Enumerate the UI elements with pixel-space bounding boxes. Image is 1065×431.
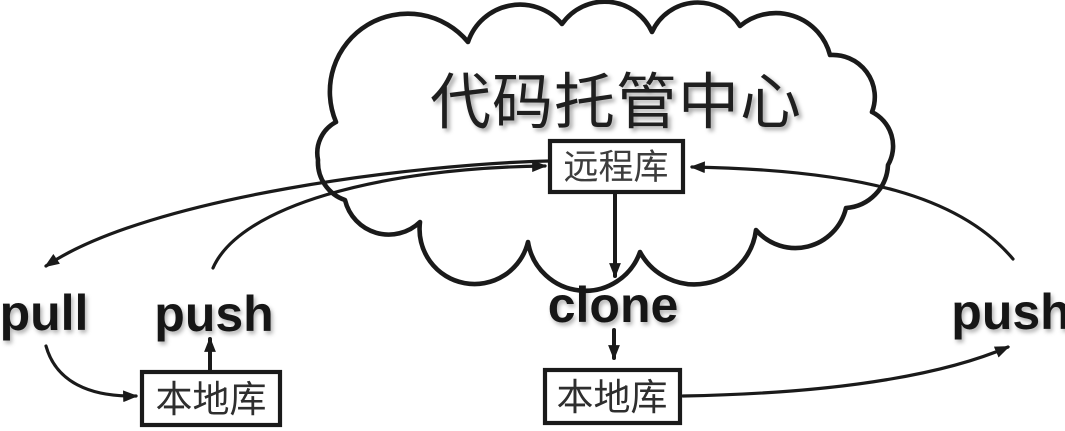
local-to-push-right-arrow bbox=[681, 345, 1010, 398]
remote-repo-box bbox=[547, 138, 686, 195]
push-right-to-remote-arrow bbox=[689, 161, 1015, 261]
push-left-label: push bbox=[154, 286, 273, 342]
pull-to-local-arrow bbox=[44, 344, 139, 403]
local-repo-left-box bbox=[139, 369, 283, 428]
clone-label: clone bbox=[548, 277, 679, 333]
local-repo-center-box bbox=[542, 367, 683, 426]
push-right-label: push bbox=[951, 284, 1065, 340]
local-repo-left-label: 本地库 bbox=[156, 378, 267, 421]
push-left-to-remote-arrow bbox=[211, 160, 548, 270]
remote-repo-label: 远程库 bbox=[563, 148, 668, 188]
local-repo-center-label: 本地库 bbox=[557, 376, 668, 419]
pull-label: pull bbox=[0, 285, 88, 341]
pull-arrow bbox=[44, 159, 551, 268]
cloud-title: 代码托管中心 bbox=[430, 67, 802, 138]
